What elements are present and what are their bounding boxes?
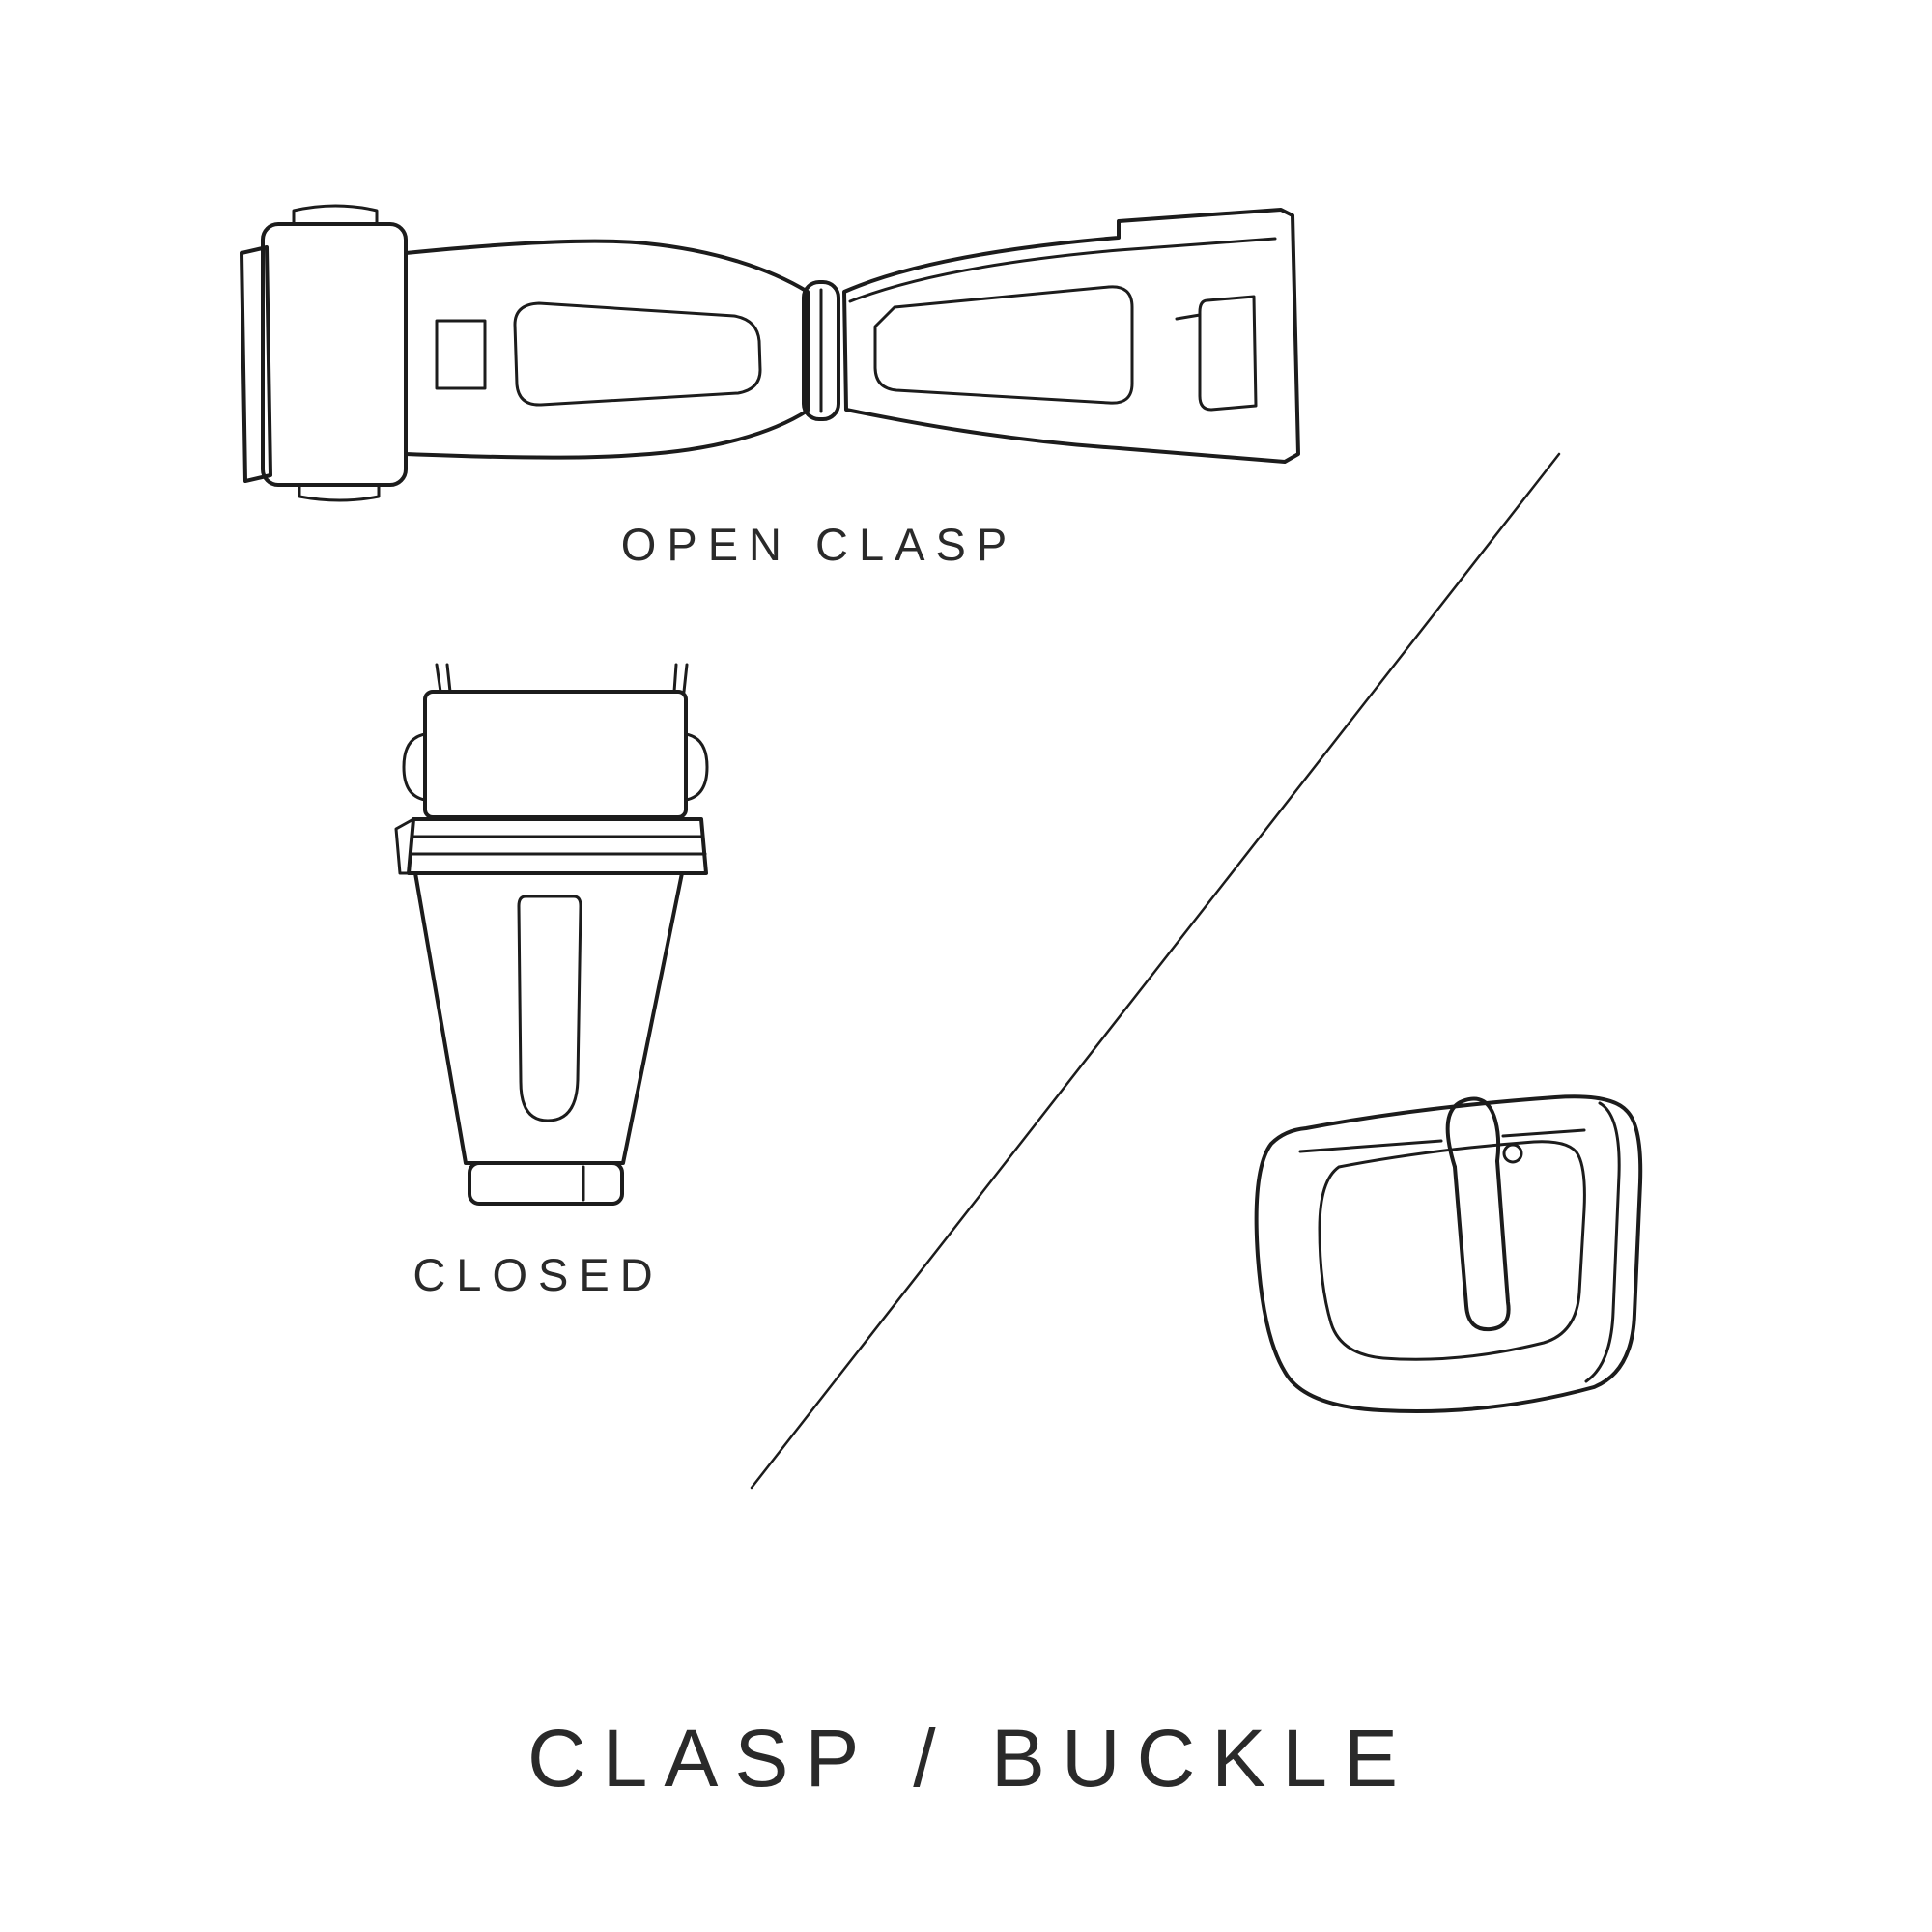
open-clasp-right-arm-outline (842, 208, 1300, 464)
buckle-pin-loop (1445, 1096, 1501, 1169)
closed-clasp-band-fold (394, 817, 415, 875)
open-clasp-left-bottom-tab (298, 483, 381, 502)
buckle-inner-opening (1318, 1140, 1586, 1361)
buckle-pin-tongue (1453, 1159, 1511, 1332)
closed-clasp-prong-left (435, 663, 452, 694)
buckle-pin-pivot (1502, 1143, 1523, 1164)
closed-clasp-ear-left (402, 732, 427, 802)
closed-clasp-prong-right (672, 663, 689, 694)
closed-clasp-band (407, 817, 708, 875)
closed-clasp-body (413, 871, 684, 1165)
buckle-spring-bar (1298, 1128, 1586, 1153)
open-clasp-left-top-tab (292, 204, 379, 226)
page-title: CLASP / BUCKLE (526, 1713, 1415, 1804)
open-clasp-label: OPEN CLASP (620, 519, 1018, 570)
closed-clasp-label: CLOSED (412, 1249, 664, 1300)
open-clasp-left-arm-recess (513, 301, 762, 407)
open-clasp-left-strip (240, 245, 272, 483)
open-clasp-hinge (802, 280, 840, 421)
closed-clasp-slot (517, 895, 582, 1122)
buckle-thickness-line (1584, 1101, 1621, 1383)
closed-clasp-cover (423, 690, 688, 819)
closed-clasp-bottom-bar (468, 1161, 624, 1206)
buckle-illustration (1254, 1094, 1643, 1413)
closed-clasp-ear-right (684, 732, 709, 802)
open-clasp-right-arm-fold-line (848, 237, 1277, 303)
open-clasp-latch-tick (1175, 313, 1202, 340)
open-clasp-left-arm-outline (404, 239, 810, 460)
open-clasp-right-arm-recess (873, 285, 1134, 405)
open-clasp-end-slot (1198, 295, 1258, 412)
open-clasp-illustration (240, 204, 1300, 502)
closed-clasp-illustration (394, 663, 709, 1206)
open-clasp-left-block (261, 222, 408, 487)
divider-line (750, 452, 1561, 1490)
open-clasp-button-notch (435, 319, 487, 390)
buckle-outer-frame (1254, 1094, 1643, 1413)
